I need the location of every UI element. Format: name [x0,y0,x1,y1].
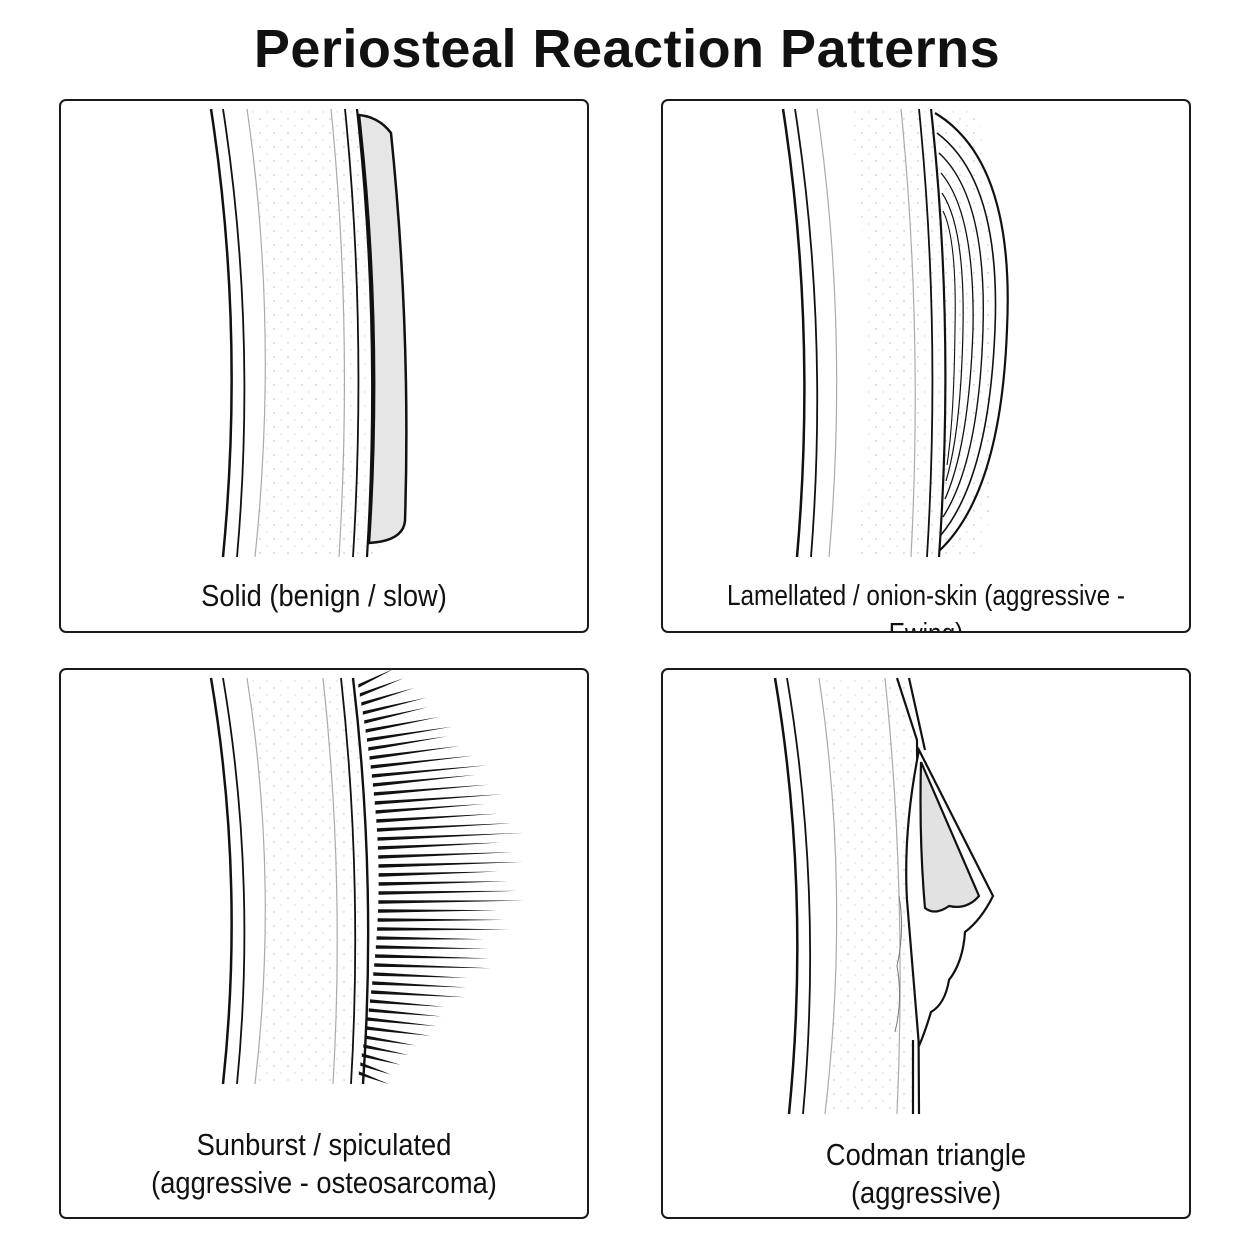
spicule [373,972,468,978]
bone-marrow [819,678,923,1114]
spicule [366,726,453,742]
bone-inner-left-line [222,108,246,558]
bone-endosteal-left-line [246,108,266,558]
spicule [377,832,524,841]
spicule [363,1044,410,1056]
solid-reaction-drawing [209,108,408,558]
codman-triangle-drawing [773,677,995,1115]
panel-sunburst: Sunburst / spiculated (aggressive - oste… [59,668,589,1219]
spicule [378,871,499,877]
bone-endosteal-left-line [246,677,266,1085]
panel-codman: Codman triangle (aggressive) [661,668,1191,1219]
spicule [378,900,525,904]
bone-endosteal-left-line [816,108,838,558]
codman-triangle [919,761,981,913]
spicule [374,794,503,805]
spicule [376,936,484,940]
panel-caption-lamellated: Lamellated / onion-skin (aggressive - Ew… [705,577,1147,631]
bone-inner-right-line [340,677,357,1085]
spicule [371,765,488,778]
sunburst-spicules [358,670,525,1085]
onion-skin-layers [934,112,1009,552]
spicule [370,755,474,769]
spicule [368,736,448,751]
spicule [378,861,524,868]
spicule [378,909,499,913]
caption-line: (aggressive) [850,1175,1002,1210]
caption-line: Lamellated / onion-skin (aggressive - Ew… [726,580,1126,631]
panel-caption-codman: Codman triangle (aggressive) [695,1136,1158,1212]
spicule [375,803,486,814]
bone-inner-right-line [918,108,934,558]
spicule [361,1053,401,1065]
solid-periosteal-layer [357,113,408,545]
spicule [366,1026,432,1036]
spicule [375,945,488,949]
sunburst-reaction-drawing [209,670,525,1085]
spicule [376,823,511,832]
bone-outer-left-line [773,677,799,1115]
panel-lamellated: Lamellated / onion-skin (aggressive - Ew… [661,99,1191,633]
bone-cortex-right-line [355,108,374,558]
spicule [372,774,476,787]
spicule [369,999,445,1007]
spicule [368,1008,442,1017]
caption-line: Solid (benign / slow) [201,578,447,613]
caption-line: Sunburst / spiculated [196,1127,452,1162]
spicule [372,981,467,988]
spicule [367,1017,438,1027]
page-title: Periosteal Reaction Patterns [253,19,1001,79]
bone-marrow [247,109,393,557]
bone-inner-left-line [786,677,812,1115]
panel-caption-solid: Solid (benign / slow) [93,577,556,615]
bone-inner-left-line [222,677,246,1085]
bone-outer-left-line [209,677,233,1085]
bone-endosteal-right-line [900,108,916,558]
spicule [378,852,513,859]
panel-caption-sunburst: Sunburst / spiculated (aggressive - oste… [93,1126,556,1202]
spicule [371,990,466,998]
spicule [378,881,509,886]
tumor-irregular-margin [894,895,903,1033]
spicule [369,745,461,760]
spicule [377,842,502,850]
panel-solid: Solid (benign / slow) [59,99,589,633]
spicule [375,954,491,959]
bone-marrow [849,109,995,557]
bone-inner-left-line [794,108,819,558]
bone-outer-left-line [209,108,233,558]
bone-marrow [247,678,365,1084]
caption-line: Codman triangle [825,1137,1027,1172]
bone-endosteal-right-line [330,108,346,558]
spicule [364,1035,416,1046]
bone-endosteal-right-line [322,677,338,1085]
bone-endosteal-left-line [818,677,838,1115]
spicule [374,963,492,969]
spicule [358,1071,389,1085]
spicule [360,1062,391,1075]
spicule [377,918,505,922]
spicule [373,784,489,796]
spicule [378,890,517,895]
bone-inner-right-line [344,108,360,558]
caption-line: (aggressive - osteosarcoma) [151,1165,497,1200]
bone-outer-left-line [781,108,806,558]
spicule [358,670,392,688]
bone-cortex-right-outer-line [907,677,927,1114]
spicule [376,813,499,823]
bone-cortex-right-line [929,108,947,558]
spicule [377,927,510,931]
bone-endosteal-right-line [884,677,901,1115]
lamellated-reaction-drawing [781,108,1009,558]
